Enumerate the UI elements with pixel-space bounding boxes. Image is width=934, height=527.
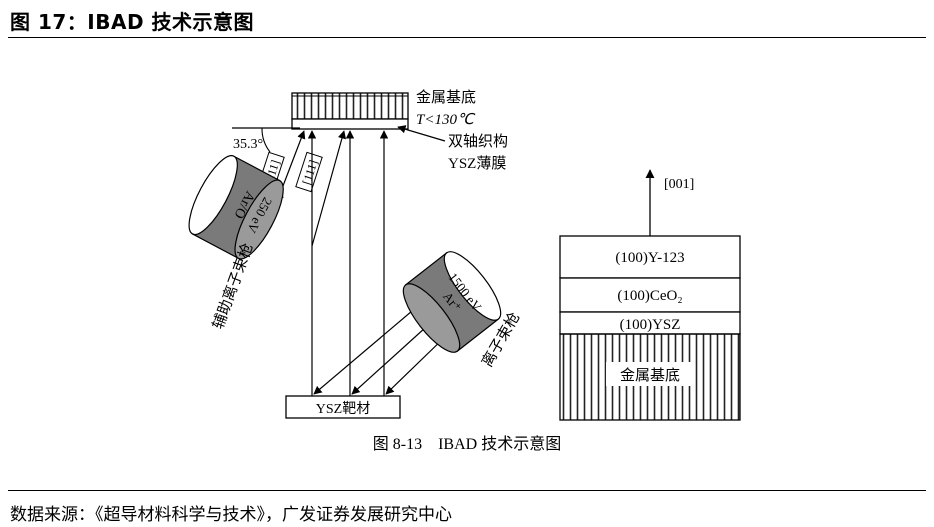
assist-ion-gun: Ar/O 250 eV — [188, 155, 284, 260]
angle-arc — [261, 127, 271, 153]
layer-ceo2: (100)CeO₂ — [617, 288, 682, 304]
layer-ysz: (100)YSZ — [620, 317, 681, 333]
top-rule — [8, 37, 926, 38]
texture-label-1: 双轴织构 — [448, 133, 508, 150]
source-note: 数据来源：《超导材料科学与技术》，广发证券发展研究中心 — [10, 505, 452, 525]
diagram-caption: 图 8-13 IBAD 技术示意图 — [373, 434, 561, 453]
substrate-label: 金属基底 — [416, 89, 476, 106]
ysz-film — [291, 118, 409, 130]
layer-stack: (100)Y-123 (100)CeO₂ (100)YSZ 金属基底 — [559, 235, 741, 421]
ion-gun: Ar⁺ 1500 eV — [402, 251, 502, 353]
direction-111-box-2: [111] — [295, 151, 323, 193]
film-pointer — [397, 125, 446, 142]
metal-substrate — [291, 92, 409, 120]
deposition-lines — [307, 130, 389, 396]
direction-001-label: [001] — [664, 177, 694, 192]
ysz-target: YSZ靶材 — [285, 395, 401, 419]
layer-y123: (100)Y-123 — [615, 250, 684, 266]
figure-title: 图 17：IBAD 技术示意图 — [10, 10, 255, 34]
temperature-label: T<130℃ — [416, 112, 476, 128]
texture-label-2: YSZ薄膜 — [448, 155, 506, 172]
stack-substrate-label: 金属基底 — [620, 367, 680, 384]
svg-text:YSZ靶材: YSZ靶材 — [316, 401, 370, 417]
bottom-rule — [8, 490, 926, 491]
angle-label: 35.3° — [233, 137, 263, 152]
